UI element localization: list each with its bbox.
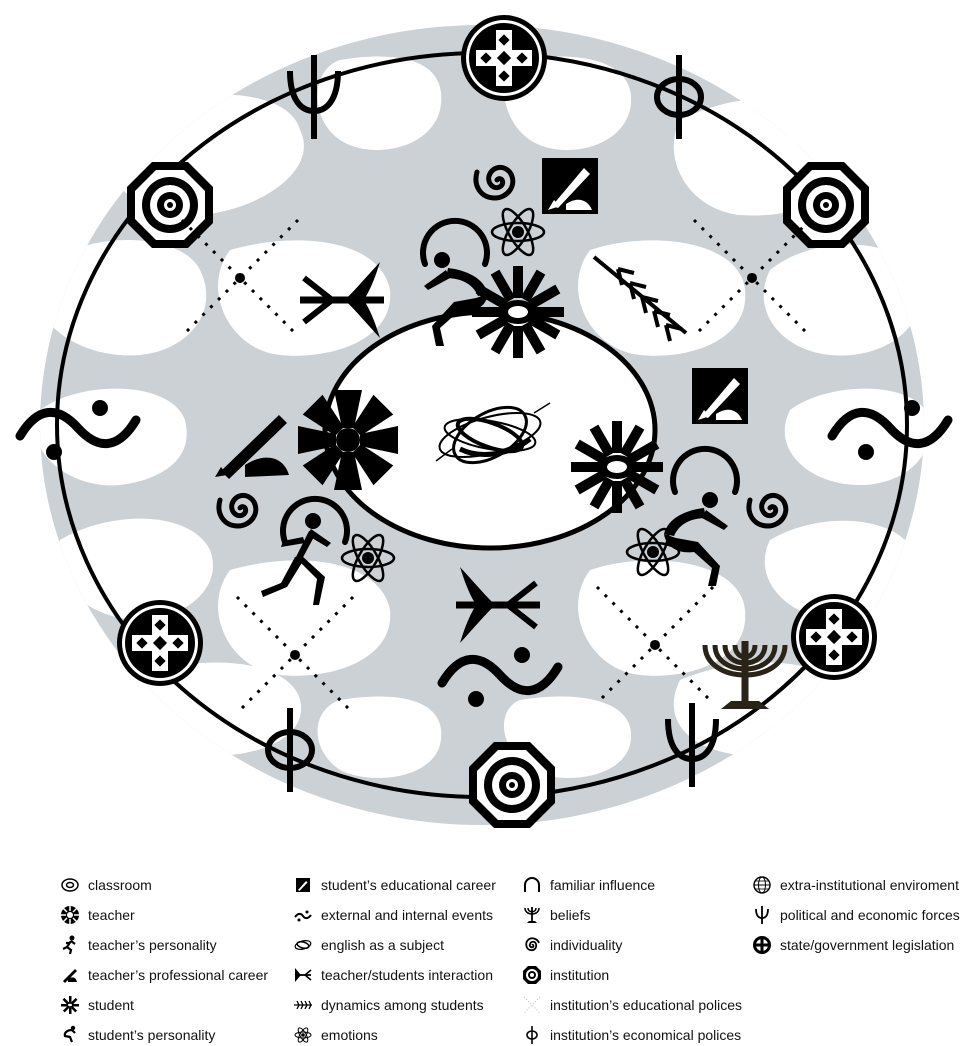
classroom-icon	[60, 875, 80, 895]
institution-icon	[469, 742, 555, 828]
extra-institutional-icon	[752, 875, 772, 895]
context-diagram	[0, 0, 964, 868]
dynamics-icon	[293, 995, 313, 1015]
institution-icon	[127, 162, 213, 248]
classroom-ellipse	[325, 312, 655, 548]
institution-icon	[783, 162, 869, 248]
english-subject-icon	[293, 935, 313, 955]
legend-label: student’s educational career	[321, 877, 496, 893]
legend-item: individuality	[522, 935, 622, 955]
legend-label: classroom	[88, 877, 152, 893]
student-educational-career-icon	[692, 368, 748, 424]
legend-item: student	[60, 995, 134, 1015]
legend-item: external and internal events	[293, 905, 493, 925]
economical-policies-icon	[522, 1025, 542, 1045]
emotions-icon	[293, 1025, 313, 1045]
legislation-icon	[117, 600, 203, 686]
educational-policies-icon	[522, 995, 542, 1015]
legend-label: familiar influence	[550, 877, 655, 893]
legend-label: teacher’s personality	[88, 937, 217, 953]
legend-label: teacher	[88, 907, 135, 923]
legislation-icon	[461, 15, 547, 101]
student-educational-career-icon	[293, 875, 313, 895]
legend-label: student’s personality	[88, 1027, 215, 1043]
political-forces-icon	[752, 905, 772, 925]
legend-label: political and economic forces	[780, 907, 960, 923]
teacher-personality-icon	[60, 935, 80, 955]
teacher-icon	[60, 905, 80, 925]
legend-item: student’s educational career	[293, 875, 496, 895]
beliefs-icon	[522, 905, 542, 925]
student-icon	[60, 995, 80, 1015]
legend-label: beliefs	[550, 907, 590, 923]
student-educational-career-icon	[542, 158, 598, 214]
legend-label: dynamics among students	[321, 997, 484, 1013]
legend-item: emotions	[293, 1025, 378, 1045]
individuality-icon	[522, 935, 542, 955]
teacher-icon	[298, 390, 398, 490]
legend-label: emotions	[321, 1027, 378, 1043]
legend: classroom teacher teacher’s personality tea…	[0, 868, 964, 1046]
familiar-influence-icon	[522, 875, 542, 895]
legend-label: institution	[550, 967, 609, 983]
legend-item: political and economic forces	[752, 905, 960, 925]
legend-label: institution’s economical polices	[550, 1027, 741, 1043]
interaction-icon	[293, 965, 313, 985]
institution-icon	[522, 965, 542, 985]
legend-item: institution’s educational polices	[522, 995, 742, 1015]
legend-item: beliefs	[522, 905, 590, 925]
legend-item: teacher	[60, 905, 135, 925]
legislation-icon	[791, 594, 877, 680]
legislation-icon	[752, 935, 772, 955]
legend-label: teacher/students interaction	[321, 967, 493, 983]
legend-item: student’s personality	[60, 1025, 215, 1045]
legend-item: classroom	[60, 875, 152, 895]
teacher-professional-career-icon	[60, 965, 80, 985]
legend-item: familiar influence	[522, 875, 655, 895]
legend-label: student	[88, 997, 134, 1013]
legend-label: english as a subject	[321, 937, 444, 953]
legend-label: institution’s educational polices	[550, 997, 742, 1013]
legend-item: teacher’s personality	[60, 935, 217, 955]
legend-item: state/government legislation	[752, 935, 954, 955]
events-icon	[293, 905, 313, 925]
legend-item: extra-institutional enviroment	[752, 875, 959, 895]
legend-item: teacher’s professional career	[60, 965, 268, 985]
legend-label: state/government legislation	[780, 937, 954, 953]
legend-item: institution	[522, 965, 609, 985]
legend-label: individuality	[550, 937, 622, 953]
legend-label: teacher’s professional career	[88, 967, 268, 983]
legend-item: institution’s economical polices	[522, 1025, 741, 1045]
legend-label: extra-institutional enviroment	[780, 877, 959, 893]
legend-label: external and internal events	[321, 907, 493, 923]
student-personality-icon	[60, 1025, 80, 1045]
legend-item: dynamics among students	[293, 995, 484, 1015]
legend-item: teacher/students interaction	[293, 965, 493, 985]
legend-item: english as a subject	[293, 935, 444, 955]
